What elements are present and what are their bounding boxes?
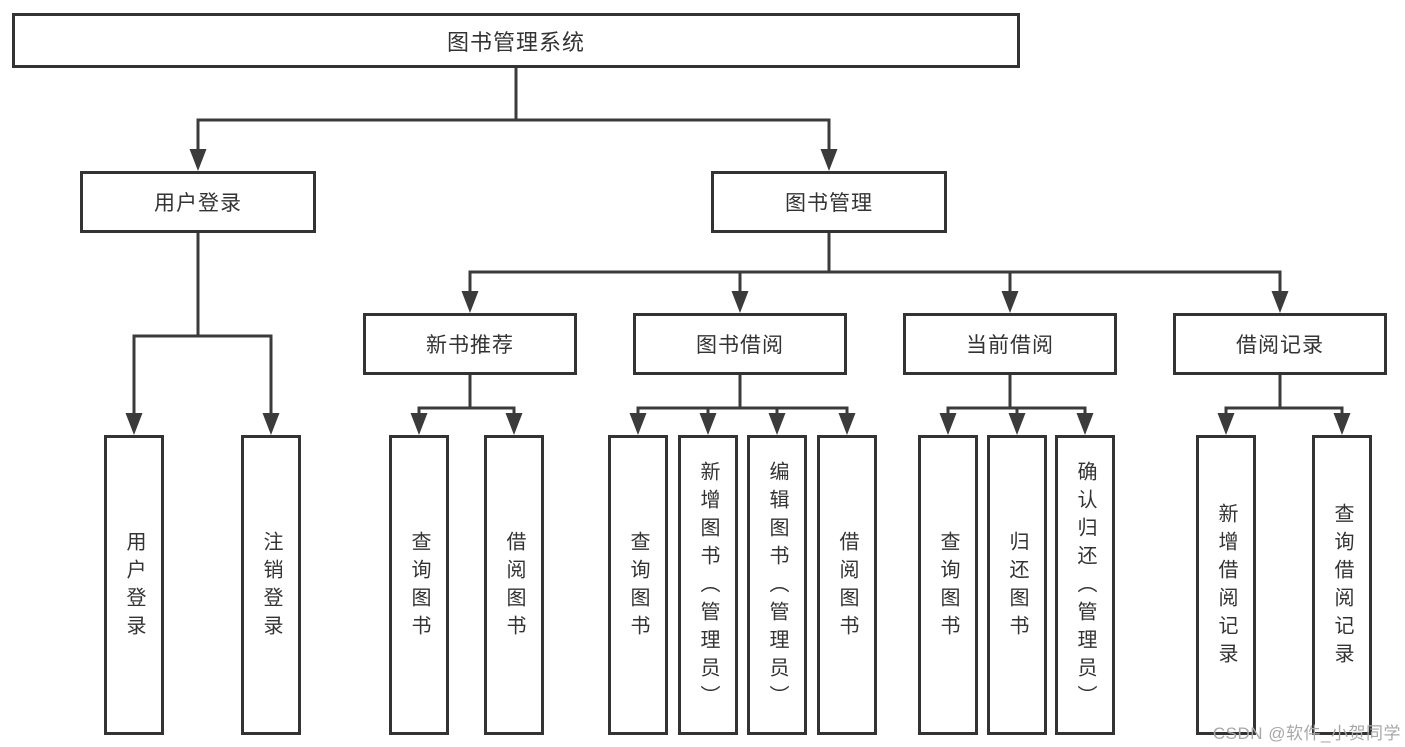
leaf-user-login: 用户登录 — [104, 435, 164, 735]
leaf-query-book-recommend: 查询图书 — [389, 435, 449, 735]
watermark: CSDN @软件_小贺同学 — [1212, 724, 1401, 743]
node-root: 图书管理系统 — [12, 13, 1020, 68]
node-current-borrow: 当前借阅 — [903, 313, 1117, 375]
node-user-login: 用户登录 — [80, 171, 316, 233]
leaf-edit-book-admin: 编辑图书（管理员） — [747, 435, 807, 735]
leaf-borrow-book-recommend: 借阅图书 — [484, 435, 544, 735]
leaf-add-book-admin: 新增图书（管理员） — [678, 435, 738, 735]
leaf-confirm-return-admin: 确认归还（管理员） — [1055, 435, 1115, 735]
leaf-query-borrow-record: 查询借阅记录 — [1312, 435, 1372, 735]
leaf-return-book: 归还图书 — [987, 435, 1047, 735]
node-book-management: 图书管理 — [711, 171, 947, 233]
node-book-borrow: 图书借阅 — [633, 313, 847, 375]
leaf-borrow-book: 借阅图书 — [817, 435, 877, 735]
leaf-query-book-borrow: 查询图书 — [608, 435, 668, 735]
leaf-logout-login: 注销登录 — [241, 435, 301, 735]
leaf-add-borrow-record: 新增借阅记录 — [1196, 435, 1256, 735]
node-borrow-record: 借阅记录 — [1173, 313, 1387, 375]
leaf-query-book-current: 查询图书 — [918, 435, 978, 735]
node-new-book-recommend: 新书推荐 — [363, 313, 577, 375]
